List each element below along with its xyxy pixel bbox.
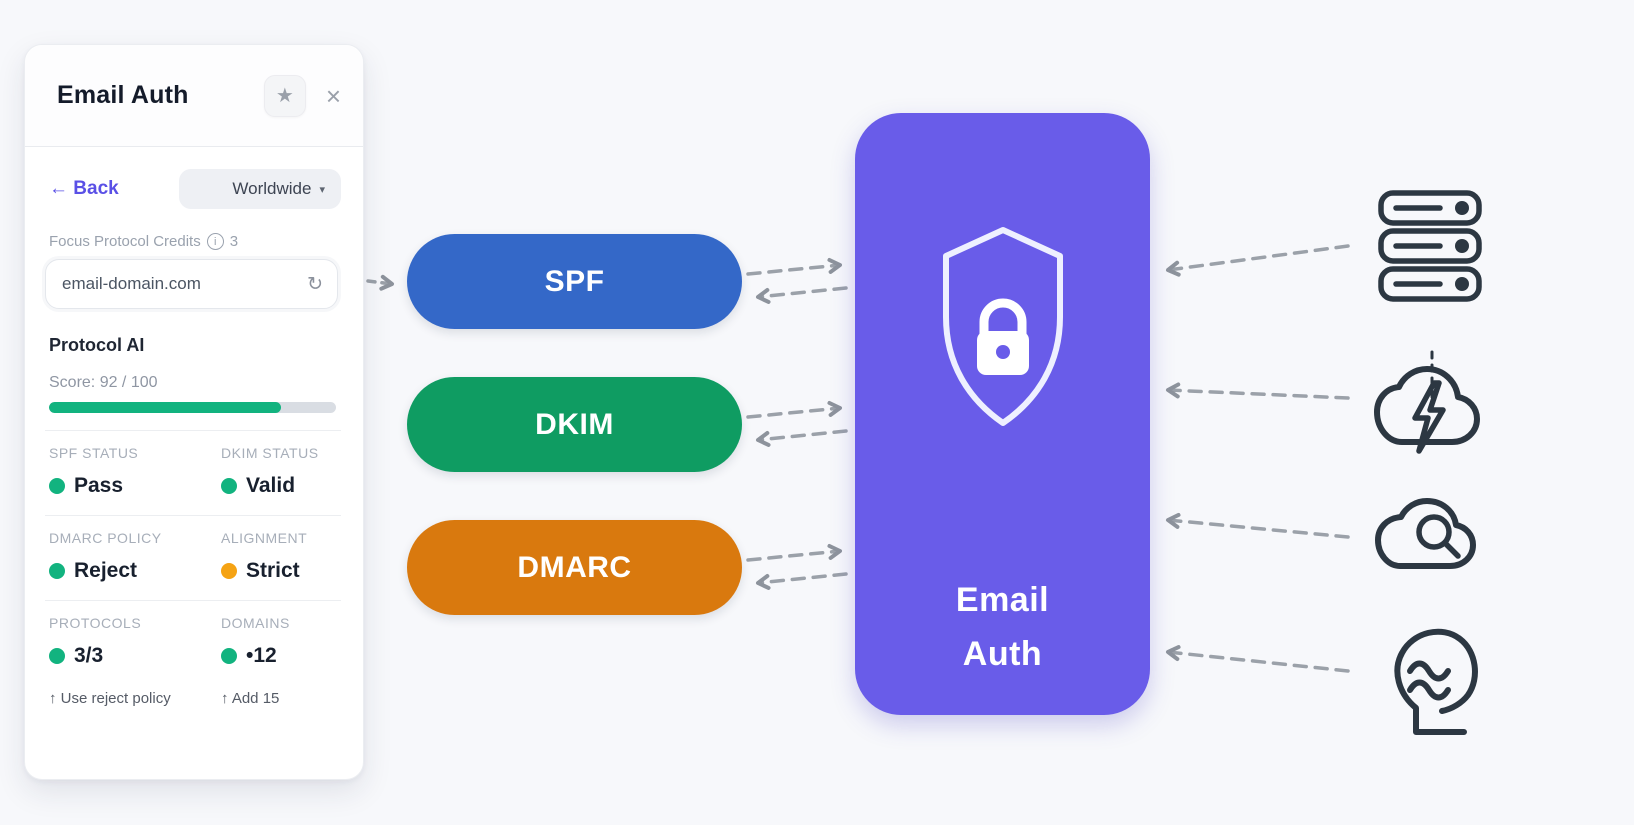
protocols-value: 3/3	[49, 644, 221, 668]
spf-pill[interactable]: SPF	[407, 234, 742, 329]
hub-label-line2: Auth	[962, 635, 1043, 673]
protocols-label: PROTOCOLS	[49, 615, 142, 631]
favorite-button[interactable]: ★	[263, 74, 306, 117]
dkim-pill[interactable]: DKIM	[407, 377, 742, 472]
domains-value: •12	[221, 644, 341, 668]
add-domains-action[interactable]: ↑ Add 15	[221, 690, 280, 707]
credits-label: Focus Protocol Credits	[49, 233, 201, 250]
status-dot-green	[49, 563, 65, 579]
domain-input[interactable]	[62, 274, 308, 294]
dmarc-policy-label: DMARC POLICY	[49, 530, 162, 546]
panel-title: Email Auth	[57, 81, 189, 109]
cloud-search-icon	[1375, 498, 1476, 569]
status-dot-green	[49, 648, 65, 664]
protocol-ai-title: Protocol AI	[49, 335, 145, 355]
arrow-hub-to-spf	[756, 286, 848, 304]
panel-body: ← Back Worldwide ▾ Focus Protocol Credit…	[25, 147, 363, 779]
refresh-icon[interactable]: ↻	[307, 273, 323, 295]
panel-header: Email Auth ★ ×	[25, 45, 363, 147]
server-stack-icon	[1378, 190, 1482, 302]
close-icon[interactable]: ×	[325, 80, 341, 111]
info-icon[interactable]: i	[206, 233, 224, 250]
hub-label-line1: Email	[955, 581, 1050, 619]
dkim-status-text: Valid	[246, 474, 296, 497]
alignment-label: ALIGNMENT	[221, 530, 308, 546]
dkim-status-value: Valid	[221, 474, 341, 498]
region-dropdown-value: Worldwide	[232, 179, 312, 198]
spf-status-text: Pass	[74, 474, 124, 497]
shield-lock-icon	[942, 227, 1063, 426]
back-link[interactable]: ← Back	[49, 178, 119, 199]
domains-label: DOMAINS	[221, 615, 290, 631]
arrow-servers-to-hub	[1166, 244, 1350, 277]
arrow-dmarc-to-hub	[746, 544, 842, 562]
status-dot-green	[221, 648, 237, 664]
arrow-storm-to-hub	[1166, 382, 1350, 400]
star-icon: ★	[275, 84, 294, 107]
use-reject-policy-action[interactable]: ↑ Use reject policy	[49, 690, 171, 707]
arrow-hub-to-dmarc	[756, 572, 848, 590]
arrow-hub-to-dkim	[756, 429, 848, 447]
arrow-mind-to-hub	[1166, 645, 1350, 673]
divider	[45, 430, 341, 431]
divider	[45, 600, 341, 601]
chevron-down-icon: ▾	[319, 183, 325, 196]
protocols-text: 3/3	[74, 644, 104, 667]
score-progress-fill	[49, 402, 282, 413]
arrow-panel-to-spf	[366, 274, 394, 291]
arrow-spf-to-hub	[746, 258, 842, 276]
score-progress-bar	[49, 402, 336, 413]
status-dot-green	[49, 478, 65, 494]
domains-text: •12	[246, 644, 277, 667]
region-dropdown[interactable]: Worldwide ▾	[179, 169, 341, 209]
arrow-dkim-to-hub	[746, 401, 842, 419]
email-auth-panel: Email Auth ★ × ← Back Worldwide ▾ Focus …	[24, 44, 364, 780]
credits-label-row: Focus Protocol Credits i 3	[49, 233, 341, 250]
credits-value: 3	[229, 233, 239, 250]
score-text: Score: 92 / 100	[49, 374, 158, 391]
divider	[45, 515, 341, 516]
spf-status-label: SPF STATUS	[49, 445, 139, 461]
dkim-status-label: DKIM STATUS	[221, 445, 319, 461]
status-dot-amber	[221, 563, 237, 579]
mind-waves-icon	[1394, 628, 1478, 735]
arrow-search-to-hub	[1166, 512, 1350, 539]
status-dot-green	[221, 478, 237, 494]
alignment-value: Strict	[221, 559, 341, 583]
alignment-text: Strict	[246, 559, 300, 582]
storm-cloud-icon	[1374, 350, 1480, 454]
dmarc-policy-value: Reject	[49, 559, 221, 583]
email-auth-hub: Email Auth	[855, 113, 1150, 715]
dmarc-pill[interactable]: DMARC	[407, 520, 742, 615]
domain-input-box: ↻	[45, 259, 338, 309]
spf-status-value: Pass	[49, 474, 221, 498]
dmarc-policy-text: Reject	[74, 559, 138, 582]
